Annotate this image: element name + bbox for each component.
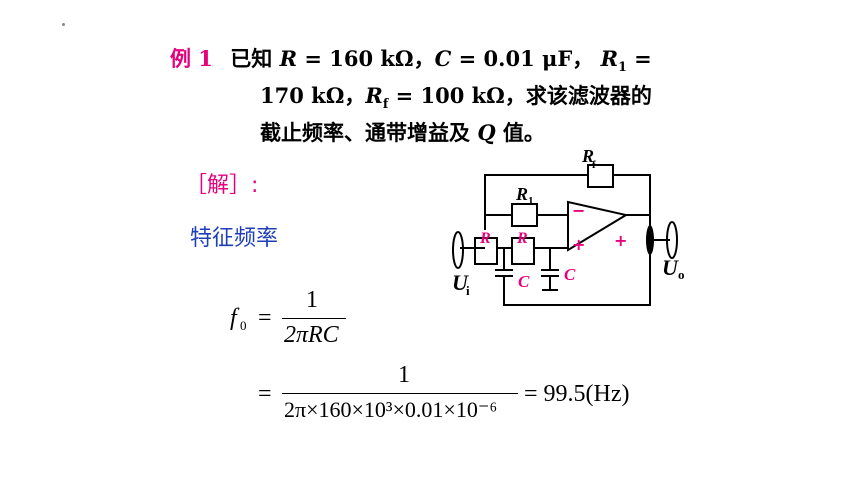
output-terminal (666, 221, 678, 259)
input-terminal (452, 231, 464, 269)
filter-circuit-diagram: R f R 1 R R C C U i U o − + + (452, 146, 685, 306)
decorative-dot (62, 23, 65, 26)
wire-r1-left (484, 214, 512, 218)
formula1-sub: 0 (240, 318, 247, 333)
wire-top-left (484, 174, 588, 230)
solution-header: ［解］: (185, 173, 259, 198)
label-r1-sub: 1 (528, 195, 534, 207)
problem-label: 例 1 (170, 46, 213, 71)
resistor-r-b (511, 237, 535, 265)
resistor-r-a (474, 237, 498, 265)
formula2-result: = 99.5(Hz) (524, 381, 630, 407)
wire-bottom (503, 240, 651, 306)
formula2-fraction-bar (282, 393, 518, 394)
label-uo-sub: o (678, 267, 685, 282)
label-plus-output: + (614, 231, 627, 250)
output-node (646, 225, 654, 255)
ground-symbol (542, 276, 558, 291)
formula1-numerator: 1 (306, 287, 318, 313)
label-rf: R (581, 146, 594, 166)
capacitor-c-a (495, 269, 513, 277)
formula1-f: f (230, 305, 237, 331)
label-rf-sub: f (592, 159, 596, 171)
label-ui: U (452, 270, 469, 295)
label-r-a: R (479, 230, 491, 247)
label-minus-input: − (572, 201, 585, 220)
formula-substitution: = 1 2π×160×10³×0.01×10⁻⁶ = 99.5(Hz) (258, 362, 648, 432)
formula2-eq: = (258, 381, 272, 407)
problem-line-1: 例 1 已知 R = 160 kΩ，C = 0.01 μF， R1 = (170, 46, 652, 75)
resistor-r1 (511, 203, 538, 227)
resistor-rf (587, 164, 614, 188)
label-r-b: R (516, 230, 528, 247)
formula2-numerator: 1 (398, 362, 410, 388)
formula1-denominator: 2πRC (284, 322, 339, 348)
capacitor-c-b (541, 269, 559, 277)
formula-characteristic-frequency: f 0 = 1 2πRC (230, 284, 350, 354)
problem-line-2: 170 kΩ，Rf = 100 kΩ，求该滤波器的 (260, 83, 652, 112)
formula1-eq: = (258, 305, 272, 331)
label-plus-input: + (572, 235, 585, 254)
problem-statement: 例 1 已知 R = 160 kΩ，C = 0.01 μF， R1 = 170 … (170, 44, 652, 147)
wire-feedback-right (613, 174, 651, 240)
label-c-a: C (518, 272, 530, 291)
opamp-triangle (567, 200, 629, 252)
label-r1: R (515, 184, 528, 204)
problem-line-3: 截止频率、通带增益及 Q 值。 (260, 120, 545, 146)
formula2-denominator: 2π×160×10³×0.01×10⁻⁶ (284, 397, 498, 422)
characteristic-frequency-heading: 特征频率 (190, 226, 279, 251)
formula1-fraction-bar (282, 318, 346, 319)
label-ui-sub: i (466, 283, 470, 298)
label-uo: U (662, 255, 679, 280)
label-c-b: C (564, 265, 576, 284)
